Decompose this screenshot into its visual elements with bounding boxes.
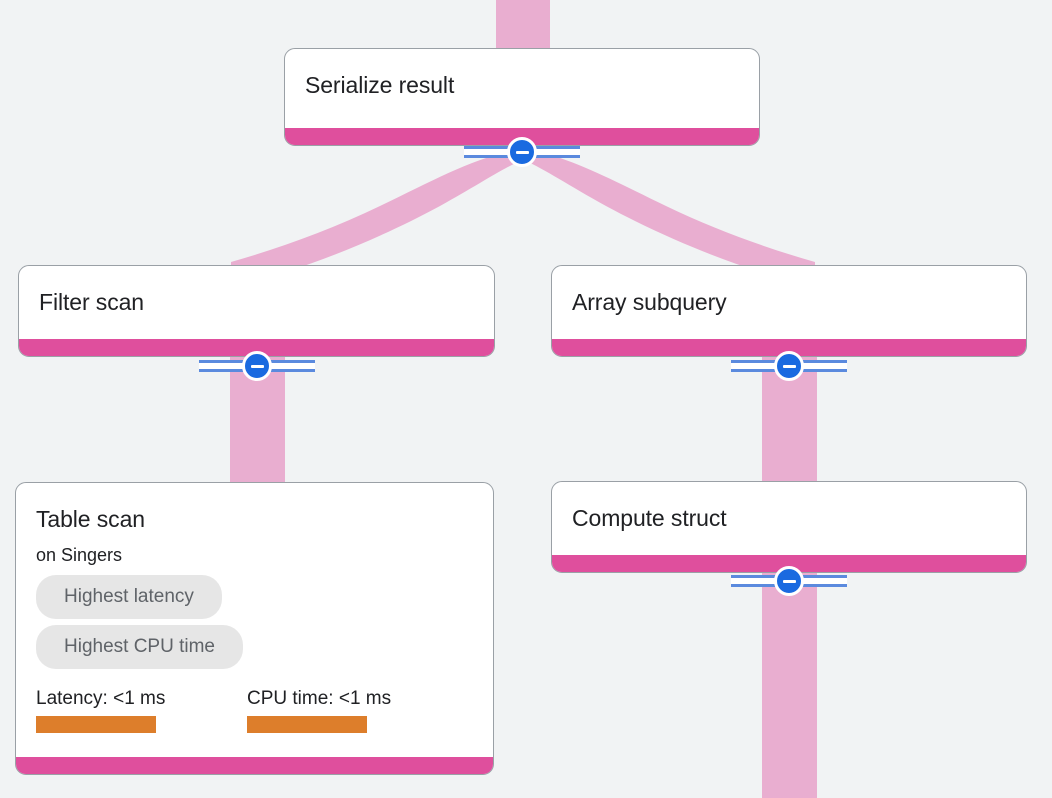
badge-row: Highest CPU time <box>36 625 473 675</box>
collapse-minus-icon[interactable] <box>774 566 804 596</box>
node-body: Table scan on Singers Highest latency Hi… <box>16 483 493 757</box>
node-body: Serialize result <box>285 49 759 128</box>
node-title: Serialize result <box>305 72 455 98</box>
node-accent-bar <box>285 128 759 145</box>
node-body: Filter scan <box>19 266 494 339</box>
node-title: Filter scan <box>39 289 144 315</box>
edge-serialize-to-array <box>524 152 815 272</box>
node-accent-bar <box>19 339 494 356</box>
badge-row: Highest latency <box>36 575 473 625</box>
metric-bar <box>36 716 156 733</box>
toggle-filter-scan[interactable] <box>199 351 315 381</box>
node-accent-bar <box>552 555 1026 572</box>
metric-label: Latency: <1 ms <box>36 688 166 709</box>
metric-bar <box>247 716 367 733</box>
node-body: Array subquery <box>552 266 1026 339</box>
metric-cpu-time: CPU time: <1 ms <box>247 687 458 733</box>
toggle-array-subquery[interactable] <box>731 351 847 381</box>
edge-compute-to-below <box>762 572 817 798</box>
collapse-minus-icon[interactable] <box>242 351 272 381</box>
node-serialize-result[interactable]: Serialize result <box>284 48 760 146</box>
node-badge-list: Highest latency Highest CPU time <box>36 575 473 675</box>
node-array-subquery[interactable]: Array subquery <box>551 265 1027 357</box>
badge-highest-cpu-time: Highest CPU time <box>36 625 243 669</box>
node-accent-bar <box>552 339 1026 356</box>
edge-serialize-to-filter <box>231 152 522 272</box>
node-body: Compute struct <box>552 482 1026 555</box>
node-title: Array subquery <box>572 289 727 315</box>
node-metrics: Latency: <1 ms CPU time: <1 ms <box>36 687 473 733</box>
metric-label: CPU time: <1 ms <box>247 688 392 709</box>
node-filter-scan[interactable]: Filter scan <box>18 265 495 357</box>
collapse-minus-icon[interactable] <box>507 137 537 167</box>
toggle-serialize-result[interactable] <box>464 137 580 167</box>
collapse-minus-icon[interactable] <box>774 351 804 381</box>
node-table-scan[interactable]: Table scan on Singers Highest latency Hi… <box>15 482 494 775</box>
node-accent-bar <box>16 757 493 774</box>
badge-highest-latency: Highest latency <box>36 575 222 619</box>
node-title: Table scan <box>36 506 145 532</box>
node-title: Compute struct <box>572 505 727 531</box>
metric-latency: Latency: <1 ms <box>36 687 247 733</box>
node-subtitle: on Singers <box>36 545 123 565</box>
node-compute-struct[interactable]: Compute struct <box>551 481 1027 573</box>
toggle-compute-struct[interactable] <box>731 566 847 596</box>
edge-incoming-top <box>496 0 550 52</box>
